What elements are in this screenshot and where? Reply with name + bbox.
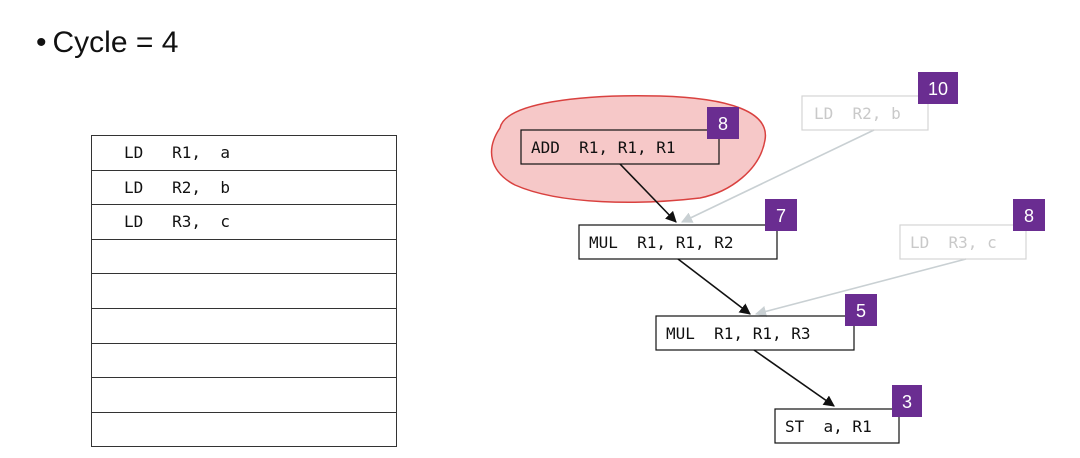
schedule-row: LD R1, a — [91, 135, 397, 171]
priority-badge-label: 3 — [902, 392, 912, 412]
schedule-cell — [91, 238, 397, 275]
edge-add-to-mul1 — [619, 163, 677, 223]
schedule-table: LD R1, a LD R2, b LD R3, c — [91, 135, 397, 448]
cycle-heading: •Cycle = 4 — [36, 26, 178, 60]
node-ld-c-label: LD R3, c — [910, 233, 997, 252]
node-ld-b: LD R2, b 10 — [801, 72, 958, 131]
priority-badge — [892, 385, 922, 417]
priority-badge — [918, 72, 958, 104]
node-add: ADD R1, R1, R1 8 — [520, 107, 739, 165]
priority-badge — [707, 107, 739, 139]
schedule-row — [91, 307, 397, 344]
priority-badge-label: 10 — [928, 79, 948, 99]
priority-badge-label: 7 — [776, 206, 786, 226]
priority-badge-label: 8 — [1024, 206, 1034, 226]
schedule-cell — [91, 307, 397, 344]
priority-badge-label: 8 — [718, 114, 728, 134]
schedule-row — [91, 377, 397, 413]
schedule-cell — [91, 377, 397, 413]
node-st-label: ST a, R1 — [785, 417, 872, 436]
priority-badge — [1013, 199, 1045, 231]
priority-badge — [765, 199, 797, 231]
priority-badge — [845, 294, 877, 326]
edge-mul2-to-st — [753, 349, 835, 407]
edge-ldc-to-mul2 — [754, 258, 967, 317]
node-ld-c: LD R3, c 8 — [899, 199, 1045, 260]
schedule-cell — [91, 411, 397, 448]
node-ld-b-label: LD R2, b — [814, 104, 901, 123]
schedule-row — [91, 238, 397, 275]
schedule-row: LD R2, b — [91, 169, 397, 206]
schedule-row — [91, 411, 397, 448]
node-st: ST a, R1 3 — [774, 385, 922, 444]
node-mul1-label: MUL R1, R1, R2 — [589, 233, 734, 252]
bullet-glyph: • — [36, 26, 47, 59]
node-mul1: MUL R1, R1, R2 7 — [578, 199, 797, 260]
schedule-cell: LD R2, b — [91, 169, 397, 206]
edge-ldb-to-mul1 — [680, 129, 875, 223]
schedule-cell: LD R1, a — [91, 135, 397, 171]
node-mul2-label: MUL R1, R1, R3 — [666, 324, 811, 343]
edge-mul1-to-mul2 — [677, 258, 751, 315]
highlight-blob — [490, 94, 767, 203]
cycle-label: Cycle = 4 — [52, 26, 179, 59]
node-mul2: MUL R1, R1, R3 5 — [655, 294, 877, 351]
node-add-label: ADD R1, R1, R1 — [531, 138, 676, 157]
priority-badge-label: 5 — [856, 301, 866, 321]
